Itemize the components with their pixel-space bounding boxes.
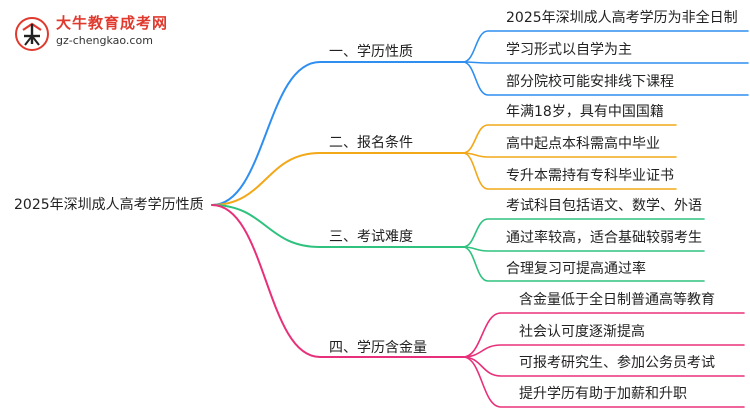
- branch-connector-4: [211, 204, 464, 358]
- leaf-connector-2-1: [462, 124, 677, 154]
- leaf-3-3: 合理复习可提高通过率: [506, 261, 646, 277]
- leaf-3-2: 通过率较高，适合基础较弱考生: [506, 230, 702, 246]
- leaf-1-2: 学习形式以自学为主: [506, 42, 632, 58]
- branch-xueli-xingzhi: 一、学历性质: [329, 44, 413, 60]
- leaf-1-3: 部分院校可能安排线下课程: [506, 74, 674, 90]
- leaf-connector-4-2: [462, 344, 745, 358]
- branch-connector-1: [211, 61, 464, 206]
- leaf-4-4: 提升学历有助于加薪和升职: [519, 386, 687, 402]
- branch-baoming-tiaojian: 二、报名条件: [329, 135, 413, 151]
- branch-hanjinliang: 四、学历含金量: [329, 340, 427, 356]
- logo: 大牛教育成考网 gz-chengkao.com: [6, 12, 196, 52]
- branch-kaoshi-nandu: 三、考试难度: [329, 229, 413, 245]
- root-topic: 2025年深圳成人高考学历性质: [14, 197, 204, 213]
- leaf-connector-1-1: [462, 30, 749, 63]
- leaf-1-1: 2025年深圳成人高考学历为非全日制: [506, 10, 738, 26]
- logo-title: 大牛教育成考网: [56, 14, 169, 32]
- leaf-connector-4-1: [462, 312, 745, 358]
- branch-connector-3: [211, 204, 464, 248]
- logo-url: gz-chengkao.com: [56, 34, 153, 47]
- leaf-connector-4-4: [462, 356, 745, 408]
- leaf-connector-2-3: [462, 152, 677, 190]
- branch-connector-2: [211, 152, 464, 206]
- leaf-2-3: 专升本需持有专科毕业证书: [506, 168, 674, 184]
- leaf-4-1: 含金量低于全日制普通高等教育: [519, 292, 715, 308]
- leaf-connector-1-3: [462, 61, 749, 96]
- leaf-4-3: 可报考研究生、参加公务员考试: [519, 355, 715, 371]
- leaf-connector-3-2: [462, 246, 705, 252]
- leaf-connector-2-2: [462, 152, 677, 158]
- leaf-connector-3-3: [462, 246, 705, 282]
- leaf-connector-3-1: [462, 218, 705, 248]
- leaf-4-2: 社会认可度逐渐提高: [519, 324, 645, 340]
- leaf-2-1: 年满18岁，具有中国国籍: [506, 104, 664, 120]
- logo-badge-icon: [15, 17, 49, 51]
- leaf-connector-1-2: [462, 61, 749, 64]
- leaf-2-2: 高中起点本科需高中毕业: [506, 136, 660, 152]
- leaf-3-1: 考试科目包括语文、数学、外语: [506, 198, 702, 214]
